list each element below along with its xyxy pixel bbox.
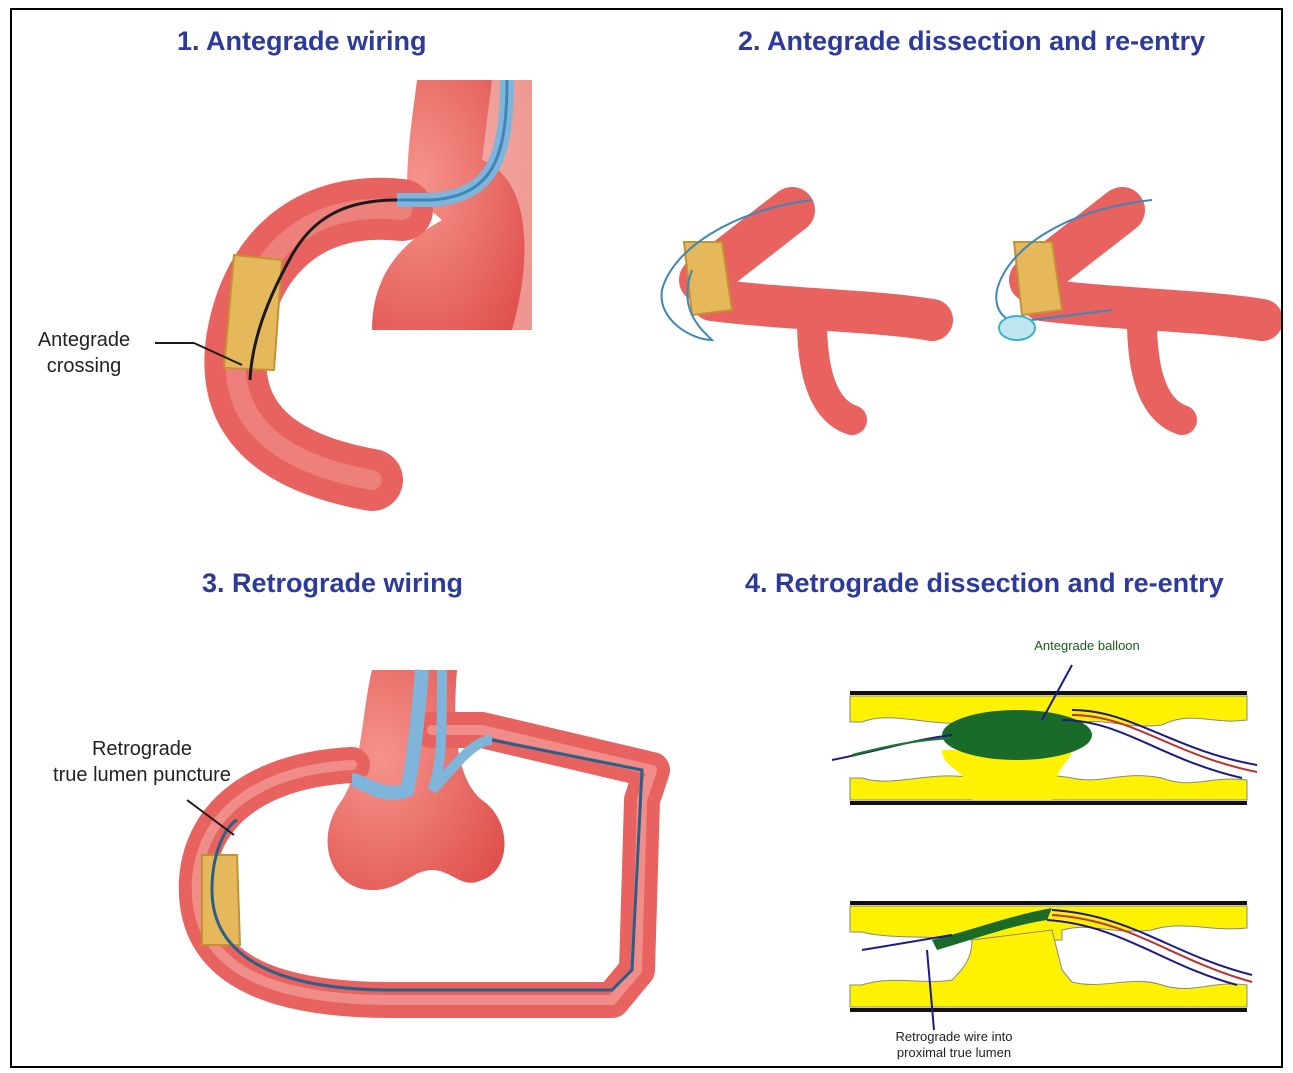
antegrade-crossing-label: Antegrade crossing	[24, 327, 144, 379]
panel-3-title: 3. Retrograde wiring	[202, 568, 463, 599]
panel-4-illustration	[832, 665, 1257, 1030]
panel-2-title: 2. Antegrade dissection and re-entry	[738, 26, 1205, 57]
retrograde-puncture-label: Retrograde true lumen puncture	[32, 736, 252, 788]
panel-1-title: 1. Antegrade wiring	[177, 26, 427, 57]
antegrade-balloon	[942, 710, 1092, 760]
label-line: proximal true lumen	[874, 1045, 1034, 1061]
label-line: Retrograde wire into	[874, 1029, 1034, 1045]
label-line: true lumen puncture	[32, 762, 252, 788]
antegrade-balloon-label: Antegrade balloon	[1017, 638, 1157, 654]
label-line: crossing	[24, 353, 144, 379]
panel-1-illustration	[155, 80, 532, 480]
figure-frame: 1. Antegrade wiring 2. Antegrade dissect…	[10, 8, 1283, 1068]
retrograde-wire-label: Retrograde wire into proximal true lumen	[874, 1029, 1034, 1061]
panel-3-illustration	[187, 670, 652, 1000]
illustration-canvas	[12, 10, 1283, 1068]
label-line: Antegrade	[24, 327, 144, 353]
label-line: Retrograde	[32, 736, 252, 762]
vessel-right	[996, 200, 1262, 420]
panel-2-illustration	[662, 200, 1262, 420]
panel-4-title: 4. Retrograde dissection and re-entry	[745, 568, 1224, 599]
dissection-diagram-top	[832, 665, 1257, 803]
dissection-diagram-bottom	[850, 903, 1252, 1030]
vessel-left	[662, 200, 932, 420]
